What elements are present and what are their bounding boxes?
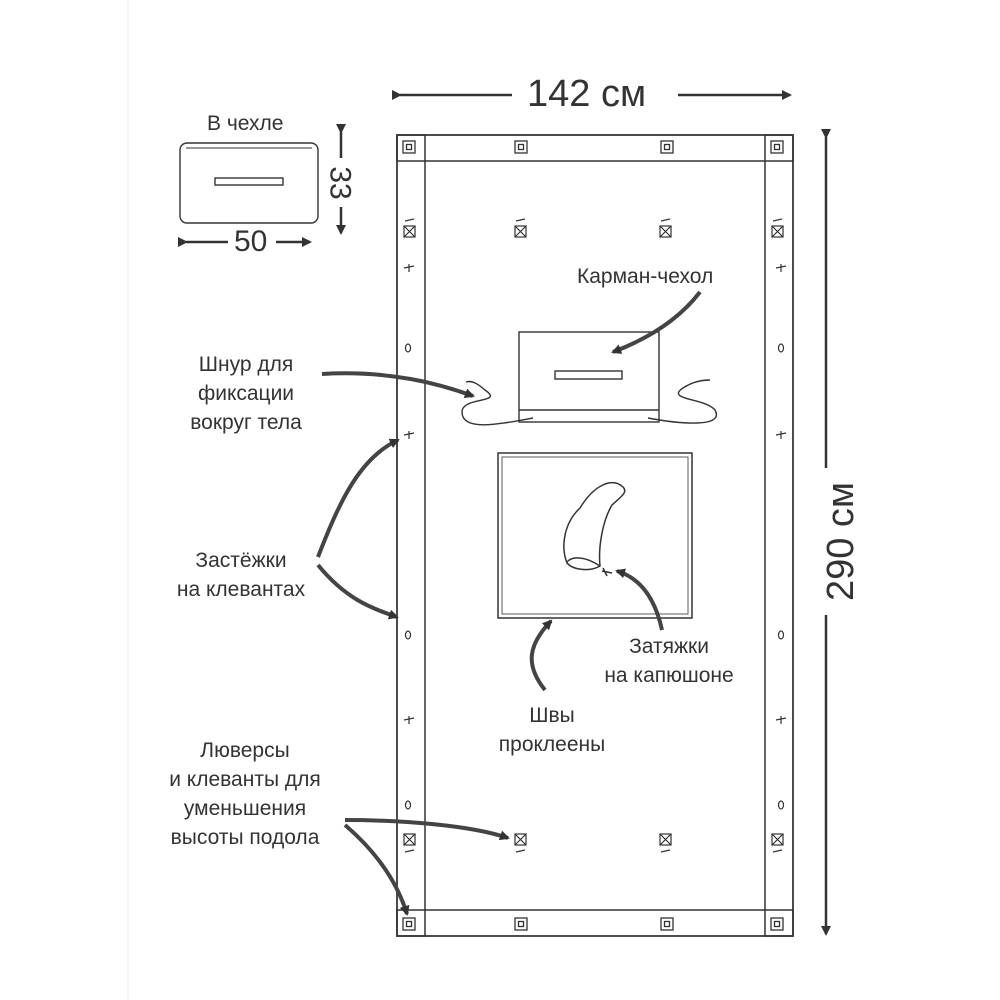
seams-label-line-2: проклеены bbox=[498, 733, 606, 756]
pocket bbox=[518, 331, 660, 423]
callout-arrows bbox=[316, 290, 702, 916]
hood-ties-label: Затяжки на капюшоне bbox=[594, 632, 744, 690]
hood-ties-label-line-2: на капюшоне bbox=[604, 664, 734, 687]
height-dimension: 290 см bbox=[820, 481, 863, 602]
packed-title: В чехле bbox=[207, 112, 284, 135]
hood-panel bbox=[497, 452, 693, 619]
packed-width: 50 bbox=[234, 225, 268, 258]
grommets-label: Люверсы и клеванты для уменьшения высоты… bbox=[150, 736, 340, 852]
pocket-label: Карман-чехол bbox=[577, 265, 714, 288]
poncho-sheet bbox=[396, 134, 794, 937]
side-fasteners bbox=[403, 264, 787, 810]
seams-label-line-1: Швы bbox=[529, 704, 575, 727]
seams-label: Швы проклеены bbox=[487, 701, 617, 759]
cord bbox=[461, 379, 718, 426]
dimension-arrows bbox=[178, 90, 831, 936]
packed-height: 33 bbox=[323, 166, 357, 200]
fasteners-label-line-2: на клевантах bbox=[176, 578, 306, 601]
width-dimension: 142 см bbox=[527, 73, 647, 115]
toggle-grommets bbox=[403, 218, 784, 853]
cord-label: Шнур для фиксации вокруг тела bbox=[176, 350, 316, 437]
fasteners-label: Застёжки на клевантах bbox=[166, 546, 316, 604]
packed-bag bbox=[179, 142, 319, 224]
grommets-label-line-1: Люверсы bbox=[200, 739, 290, 762]
hood-ties-label-line-1: Затяжки bbox=[629, 635, 709, 658]
cord-label-line-2: фиксации bbox=[197, 382, 295, 405]
cord-label-line-1: Шнур для bbox=[198, 353, 294, 376]
cord-label-line-3: вокруг тела bbox=[190, 411, 302, 434]
fasteners-label-line-1: Застёжки bbox=[195, 549, 287, 572]
grommets-label-line-4: высоты подола bbox=[170, 826, 320, 849]
grommets-label-line-2: и клеванты для bbox=[169, 768, 321, 791]
grommets-label-line-3: уменьшения bbox=[183, 797, 307, 820]
edge-grommets bbox=[402, 140, 784, 931]
